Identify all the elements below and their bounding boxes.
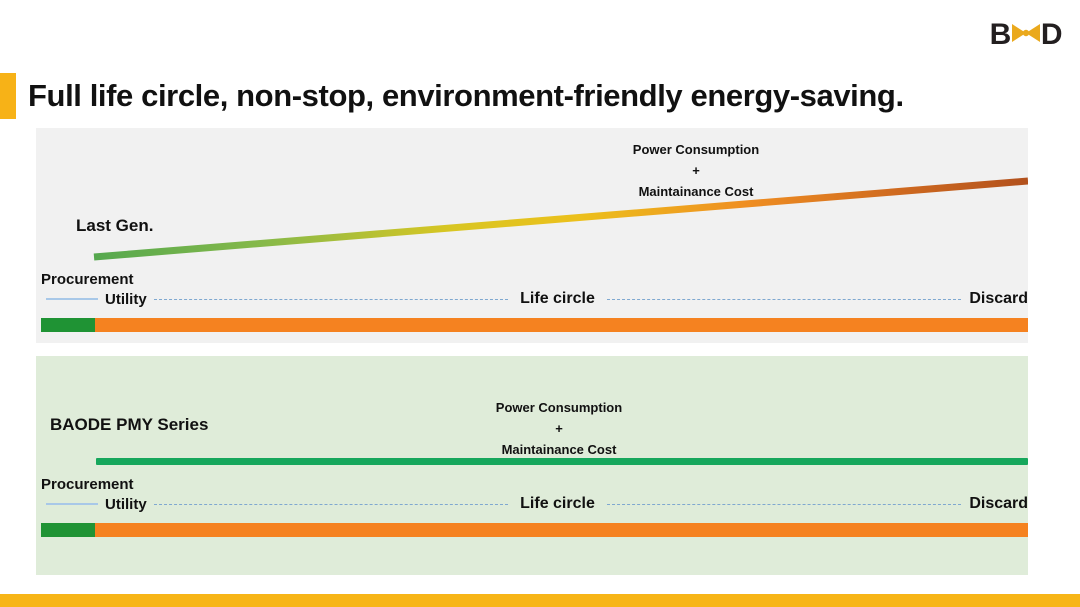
cost-note-line-3: Maintainance Cost <box>501 442 617 457</box>
last-gen-cost-curve <box>36 128 1029 343</box>
logo-letter-d: D <box>1040 18 1063 51</box>
cost-note-line-1: Power Consumption <box>495 400 623 415</box>
last-gen-utility-label: Utility <box>105 290 147 308</box>
last-gen-axis-row: Utility Life circle Discard <box>36 289 1028 309</box>
baode-cost-note: Power Consumption + Maintainance Cost <box>459 397 659 460</box>
title-accent-bar <box>0 73 16 119</box>
cost-note-plus: + <box>555 421 563 436</box>
baode-logo: B D <box>989 18 1063 52</box>
baode-utility-segment <box>95 523 1028 537</box>
last-gen-life-bar <box>41 318 1028 332</box>
panel-baode-pmy: BAODE PMY Series Power Consumption + Mai… <box>36 356 1028 575</box>
page-title: Full life circle, non-stop, environment-… <box>0 72 904 120</box>
utility-solid-line <box>46 298 98 300</box>
baode-life-bar <box>41 523 1028 537</box>
axis-dash-left <box>153 503 509 505</box>
logo-letter-b: B <box>989 18 1012 51</box>
last-gen-procurement-label: Procurement <box>41 271 134 288</box>
baode-procurement-label: Procurement <box>41 476 134 493</box>
baode-series-label: BAODE PMY Series <box>50 415 209 434</box>
panel-last-gen: Last Gen. Power Consumption + Maintainan… <box>36 128 1029 343</box>
footer-accent-bar <box>0 594 1080 607</box>
infinity-mark-icon <box>1009 20 1043 51</box>
axis-dash-right <box>606 298 962 300</box>
cost-note-line-1: Power Consumption <box>632 142 760 157</box>
cost-note-line-3: Maintainance Cost <box>638 184 754 199</box>
last-gen-discard-label: Discard <box>969 290 1029 307</box>
last-gen-life-circle-label: Life circle <box>520 290 595 307</box>
last-gen-cost-note: Power Consumption + Maintainance Cost <box>596 139 796 202</box>
cost-note-plus: + <box>692 163 700 178</box>
baode-life-circle-label: Life circle <box>520 495 595 512</box>
baode-discard-label: Discard <box>969 495 1029 512</box>
baode-utility-label: Utility <box>105 495 147 513</box>
baode-procurement-segment <box>41 523 95 537</box>
utility-solid-line <box>46 503 98 505</box>
last-gen-utility-segment <box>95 318 1028 332</box>
title-text: Full life circle, non-stop, environment-… <box>28 78 904 113</box>
axis-dash-right <box>606 503 962 505</box>
last-gen-series-label: Last Gen. <box>76 216 154 235</box>
last-gen-procurement-segment <box>41 318 95 332</box>
baode-axis-row: Utility Life circle Discard <box>36 494 1028 514</box>
axis-dash-left <box>153 298 509 300</box>
baode-cost-curve <box>96 458 1028 465</box>
